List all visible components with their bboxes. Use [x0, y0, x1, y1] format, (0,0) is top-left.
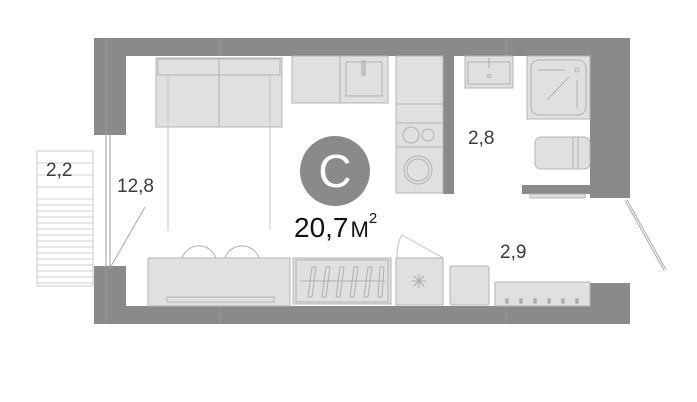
cabinet [395, 234, 490, 306]
sofa [155, 57, 283, 230]
window-left [105, 135, 146, 269]
bathroom-area-label: 2,8 [468, 128, 495, 149]
living-room-area-label: 12,8 [117, 176, 154, 197]
balcony [36, 150, 94, 287]
dining-table [147, 245, 291, 307]
total-area: 20,7М2 [294, 210, 378, 244]
hallway-area-label: 2,9 [500, 242, 527, 263]
area-unit-power: 2 [368, 210, 378, 227]
apartment-type-badge: C [300, 136, 370, 206]
total-area-value: 20,7 [294, 212, 349, 243]
wardrobe [292, 257, 392, 305]
bathroom-fixtures [464, 55, 591, 199]
shoe-bench [494, 281, 591, 307]
area-unit: М [350, 217, 369, 242]
walls [94, 38, 630, 324]
entry-door [624, 199, 667, 271]
balcony-area-label: 2,2 [46, 160, 73, 181]
kitchen-counter [291, 55, 444, 194]
